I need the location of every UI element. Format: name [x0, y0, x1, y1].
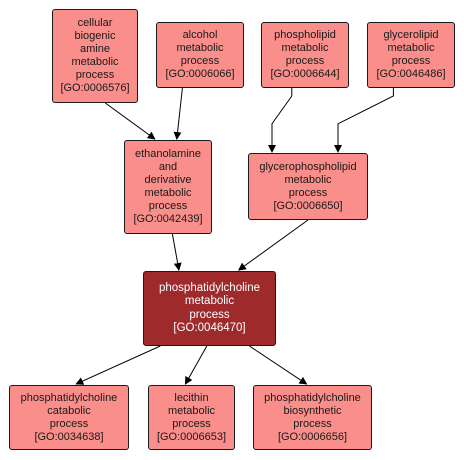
node-label-line: glycerolipid — [383, 29, 439, 41]
node-label-line: derivative — [144, 174, 192, 186]
node-id-label: [GO:0006576] — [60, 82, 130, 94]
edge-n7-to-n8 — [75, 345, 161, 385]
node-id-label: [GO:0046470] — [173, 322, 246, 334]
node-label-line: process — [172, 417, 211, 430]
node-glycerophospholipid-metabolic-process[interactable]: glycerophospholipid metabolic process [G… — [248, 153, 368, 220]
node-label-line: phospholipid — [274, 29, 336, 41]
node-id-label: [GO:0034638] — [34, 430, 104, 443]
edge-n7-to-n9 — [184, 345, 208, 385]
node-label-line: metabolic — [167, 404, 216, 417]
node-id-label: [GO:0006653] — [156, 430, 227, 443]
edge-n2-to-n5 — [173, 87, 183, 140]
edge-n3-to-n6 — [268, 88, 293, 153]
node-ethanolamine-and-derivative-metabolic-process[interactable]: ethanolamine and derivative metabolic pr… — [124, 140, 212, 234]
node-label-line: metabolic — [176, 42, 224, 54]
node-label-line: lecithin — [174, 391, 209, 404]
node-label-line: catabolic — [47, 404, 91, 417]
node-label-line: phosphatidylcholine — [264, 391, 361, 404]
node-id-label: [GO:0006066] — [165, 68, 235, 80]
node-id-label: [GO:0006644] — [270, 68, 340, 80]
node-label-line: process — [148, 200, 188, 212]
node-alcohol-metabolic-process[interactable]: alcohol metabolic process [GO:0006066] — [156, 22, 244, 88]
node-label-line: metabolic — [184, 295, 235, 307]
node-label-line: phosphatidylcholine — [158, 281, 261, 294]
node-id-label: [GO:0006656] — [277, 430, 348, 443]
node-cellular-biogenic-amine-metabolic-process[interactable]: cellular biogenic amine metabolic proces… — [52, 9, 138, 103]
edge-n7-to-n10 — [249, 345, 308, 385]
node-label-line: and — [158, 161, 178, 173]
node-label-line: process — [293, 417, 332, 430]
node-label-line: amine — [80, 43, 110, 55]
edge-n5-to-n7 — [171, 233, 182, 271]
node-label-line: process — [75, 69, 115, 81]
node-phosphatidylcholine-metabolic-process[interactable]: phosphatidylcholine metabolic process [G… — [143, 271, 276, 346]
node-label-line: cellular — [77, 17, 113, 29]
node-label-line: metabolic — [144, 187, 192, 199]
node-lecithin-metabolic-process[interactable]: lecithin metabolic process [GO:0006653] — [148, 385, 235, 450]
node-label-line: biosynthetic — [283, 404, 342, 417]
node-label-line: process — [49, 417, 89, 430]
node-id-label: [GO:0046486] — [376, 68, 446, 80]
node-label-line: process — [180, 55, 220, 67]
edge-n6-to-n7 — [237, 219, 309, 271]
edge-n1-to-n5 — [105, 102, 156, 140]
node-id-label: [GO:0042439] — [133, 213, 203, 225]
node-label-line: metabolic — [71, 56, 119, 68]
node-label-line: process — [189, 308, 230, 321]
node-label-line: phosphatidylcholine — [20, 391, 118, 404]
node-phosphatidylcholine-catabolic-process[interactable]: phosphatidylcholine catabolic process [G… — [9, 385, 129, 450]
node-label-line: metabolic — [284, 173, 332, 186]
node-label-line: process — [391, 55, 431, 67]
node-label-line: process — [288, 186, 328, 199]
edge-n4-to-n6 — [334, 88, 394, 153]
node-label-line: metabolic — [387, 42, 435, 54]
node-phosphatidylcholine-biosynthetic-process[interactable]: phosphatidylcholine biosynthetic process… — [253, 385, 372, 450]
node-glycerolipid-metabolic-process[interactable]: glycerolipid metabolic process [GO:00464… — [367, 22, 455, 88]
node-label-line: biogenic — [74, 30, 116, 42]
node-label-line: process — [285, 55, 325, 67]
node-label-line: alcohol — [182, 29, 218, 41]
node-label-line: glycerophospholipid — [259, 160, 357, 173]
node-label-line: metabolic — [281, 42, 329, 54]
node-label-line: ethanolamine — [134, 148, 202, 160]
node-phospholipid-metabolic-process[interactable]: phospholipid metabolic process [GO:00066… — [261, 22, 349, 88]
node-id-label: [GO:0006650] — [273, 199, 343, 212]
